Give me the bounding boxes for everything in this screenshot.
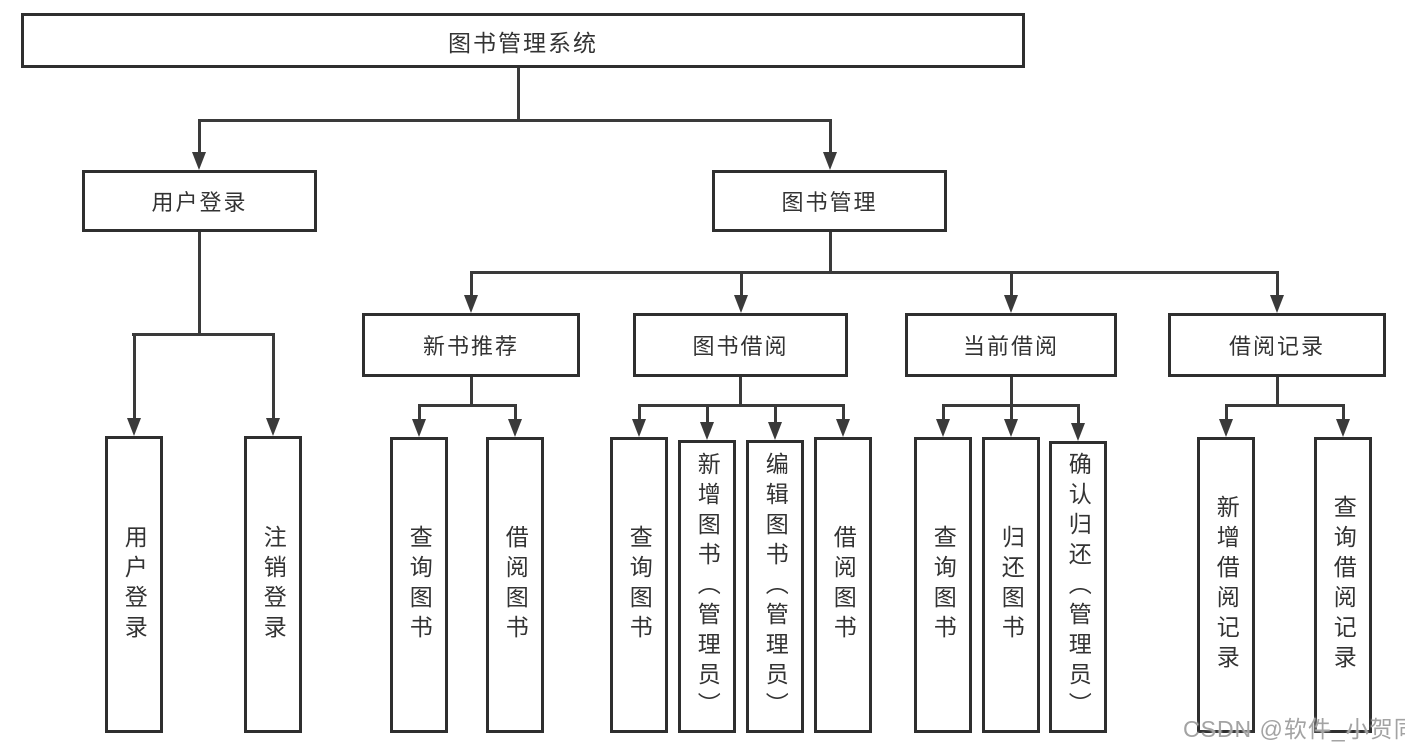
leaf-records-add-record-label: 新增借阅记录 (1213, 495, 1240, 675)
connector-recommend-bar (418, 404, 517, 407)
connector-stem-rec-query (418, 404, 421, 423)
arrowhead-cb-confirm (1071, 423, 1085, 441)
connector-stem-rec-borrow (514, 404, 517, 423)
connector-book-borrow-drop (739, 377, 742, 406)
arrowhead-leaf-user-login (127, 418, 141, 436)
connector-stem-cb-query (942, 404, 945, 423)
arrowhead-cb-query (936, 419, 950, 437)
leaf-borrow-borrow-books-label: 借阅图书 (830, 525, 857, 645)
connector-stem-cb-confirm (1077, 404, 1080, 427)
connector-level2-bar (198, 119, 832, 122)
connector-stem-bb-borrow (842, 404, 845, 423)
connector-borrow-records-bar (1225, 404, 1345, 407)
leaf-borrow-add-books-label: 新增图书（管理员） (694, 451, 721, 722)
connector-stem-bb-add (706, 404, 709, 426)
leaf-user-login: 用户登录 (105, 436, 163, 733)
leaf-current-confirm-return: 确认归还（管理员） (1049, 441, 1107, 733)
arrowhead-rec-borrow (508, 419, 522, 437)
connector-recommend-drop (470, 377, 473, 406)
node-user-login: 用户登录 (82, 170, 317, 232)
arrowhead-borrow-records (1270, 295, 1284, 313)
connector-stem-book-borrow (740, 271, 743, 299)
connector-stem-cb-return (1010, 404, 1013, 423)
connector-root-drop (517, 68, 520, 121)
leaf-rec-borrow-books: 借阅图书 (486, 437, 544, 733)
node-book-borrow: 图书借阅 (633, 313, 848, 377)
leaf-records-add-record: 新增借阅记录 (1197, 437, 1255, 733)
arrowhead-bb-add (700, 422, 714, 440)
connector-stem-bb-edit (774, 404, 777, 426)
connector-stem-leaf-logout (272, 333, 275, 422)
watermark: CSDN @软件_小贺同学 (1183, 716, 1405, 742)
connector-stem-br-query (1342, 404, 1345, 423)
leaf-current-confirm-return-label: 确认归还（管理员） (1065, 452, 1092, 722)
leaf-current-return-books: 归还图书 (982, 437, 1040, 733)
arrowhead-user-login (192, 152, 206, 170)
arrowhead-br-add (1219, 419, 1233, 437)
leaf-borrow-add-books: 新增图书（管理员） (678, 440, 736, 733)
node-root: 图书管理系统 (21, 13, 1025, 68)
node-book-management: 图书管理 (712, 170, 947, 232)
connector-user-login-drop (198, 232, 201, 335)
node-current-borrow: 当前借阅 (905, 313, 1117, 377)
connector-book-management-drop (829, 232, 832, 273)
connector-stem-book-management (829, 119, 832, 156)
connector-stem-user-login (198, 119, 201, 156)
arrowhead-new-book-recommend (464, 295, 478, 313)
leaf-logout-label: 注销登录 (260, 524, 287, 645)
leaf-rec-query-books: 查询图书 (390, 437, 448, 733)
connector-current-borrow-drop (1010, 377, 1013, 406)
leaf-borrow-query-books: 查询图书 (610, 437, 668, 733)
node-new-book-recommend: 新书推荐 (362, 313, 580, 377)
leaf-user-login-label: 用户登录 (121, 524, 148, 645)
leaf-rec-borrow-books-label: 借阅图书 (502, 525, 529, 645)
arrowhead-book-borrow (734, 295, 748, 313)
arrowhead-bb-borrow (836, 419, 850, 437)
leaf-borrow-query-books-label: 查询图书 (626, 525, 653, 645)
arrowhead-book-management (823, 152, 837, 170)
arrowhead-rec-query (412, 419, 426, 437)
leaf-rec-query-books-label: 查询图书 (406, 525, 433, 645)
leaf-records-query-record: 查询借阅记录 (1314, 437, 1372, 733)
connector-stem-br-add (1225, 404, 1228, 423)
leaf-records-query-record-label: 查询借阅记录 (1330, 495, 1357, 675)
connector-user-login-bar (132, 333, 274, 336)
connector-stem-new-book-recommend (470, 271, 473, 299)
leaf-logout: 注销登录 (244, 436, 302, 733)
arrowhead-current-borrow (1004, 295, 1018, 313)
connector-stem-current-borrow (1010, 271, 1013, 299)
leaf-current-query-books-label: 查询图书 (930, 525, 957, 645)
connector-borrow-records-drop (1276, 377, 1279, 406)
connector-level3-bar (470, 271, 1278, 274)
node-borrow-records: 借阅记录 (1168, 313, 1386, 377)
leaf-borrow-edit-books-label: 编辑图书（管理员） (762, 451, 789, 722)
arrowhead-br-query (1336, 419, 1350, 437)
leaf-current-query-books: 查询图书 (914, 437, 972, 733)
leaf-borrow-borrow-books: 借阅图书 (814, 437, 872, 733)
leaf-borrow-edit-books: 编辑图书（管理员） (746, 440, 804, 733)
connector-stem-leaf-user-login (133, 333, 136, 422)
arrowhead-bb-query (632, 419, 646, 437)
connector-stem-bb-query (638, 404, 641, 423)
leaf-current-return-books-label: 归还图书 (998, 525, 1025, 645)
connector-stem-borrow-records (1276, 271, 1279, 299)
arrowhead-bb-edit (768, 422, 782, 440)
connector-book-borrow-bar (638, 404, 845, 407)
arrowhead-cb-return (1004, 419, 1018, 437)
arrowhead-leaf-logout (266, 418, 280, 436)
